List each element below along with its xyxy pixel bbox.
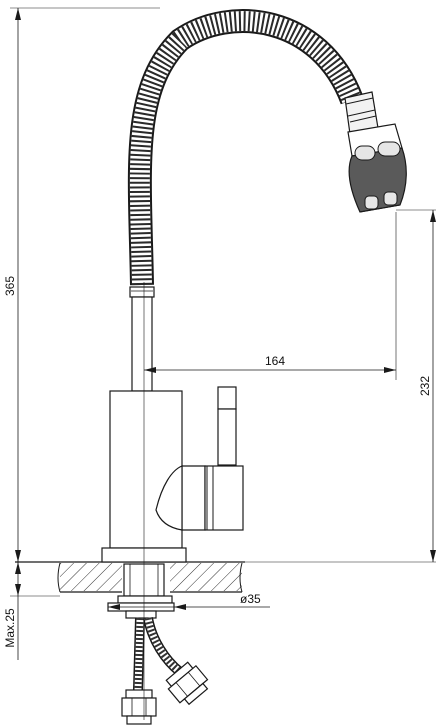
hose-fitting-left [121,689,157,725]
base-diameter-label: ø35 [240,592,261,606]
spray-head [344,91,407,213]
flexible-hose [127,9,364,286]
faucet-body [109,390,244,549]
total-height-label: 365 [3,276,17,296]
spray-mode-button-left [354,145,376,161]
spray-outlet-left [364,195,379,210]
dimension-max-thickness: Max.25 [3,562,60,660]
supply-hose-braid-left [134,617,144,691]
hose-fitting-right [165,661,209,706]
supply-hose-braid-right [144,617,183,675]
spout-height-label: 232 [418,376,432,396]
hose-corrugation [129,11,362,286]
dimension-spout-reach: 164 [144,212,397,380]
countertop-hatch-right [170,563,242,591]
max-thickness-label: Max.25 [3,608,17,648]
spout-reach-label: 164 [265,354,285,368]
countertop [15,561,245,593]
supply-hoses [121,616,209,725]
spray-mode-button-right [377,141,401,157]
dimension-spout-height: 232 [245,209,436,563]
spray-outlet-right [383,191,398,206]
countertop-hatch-left [60,563,122,591]
dimension-total-height: 365 [3,7,160,562]
lever-handle [217,386,237,466]
spout-pipe [129,286,155,392]
dimension-base-diameter: ø35 [108,592,270,610]
